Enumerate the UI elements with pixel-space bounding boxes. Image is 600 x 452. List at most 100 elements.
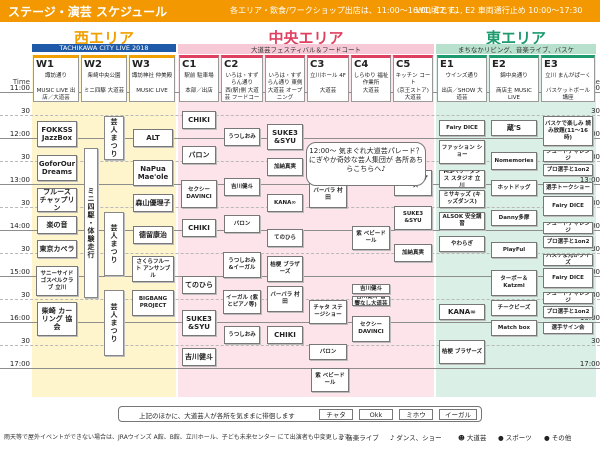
schedule-slot[interactable]: 芸人まつり [104,212,124,276]
time-label: 30 [21,153,30,161]
schedule-slot[interactable]: 選手トークショー [543,182,593,194]
schedule-slot[interactable]: 選手サイン会 [543,322,593,334]
schedule-slot[interactable]: ブルース チャップリン [37,188,77,212]
grid-line [0,115,600,116]
schedule-slot[interactable]: 加納真実 [394,244,432,262]
schedule-slot[interactable]: Danny多摩 [491,210,537,226]
time-label: 30 [21,199,30,207]
schedule-slot[interactable]: 柴崎 カーリング 協会 [37,302,77,336]
time-label: 13:00 [9,176,30,184]
schedule-slot[interactable]: BIGBANG PROJECT [132,290,174,316]
schedule-slot[interactable]: 紫 ベビードール [352,226,390,250]
schedule-slot[interactable]: シュートチャレンジ [543,150,593,162]
stage-w3: W3 諏訪神社 仲美殿 MUSIC LIVE [129,55,175,102]
schedule-slot[interactable]: 楽の音 [37,216,77,234]
schedule-slot[interactable]: 桔梗 ブラザーズ [267,256,303,282]
schedule-slot[interactable]: さくらフルート アンサンブル [132,256,174,282]
schedule-slot[interactable]: バーバラ 村田 [267,286,303,312]
schedule-slot[interactable]: 蔵'S [491,120,537,136]
schedule-slot[interactable]: シュートチャレンジ [543,292,593,304]
grid-line [0,322,600,323]
schedule-slot[interactable]: MSベリーダンス スタジオ 立川 [439,170,485,188]
time-label: 30 [21,291,30,299]
schedule-slot[interactable]: Match box [491,320,537,336]
schedule-slot[interactable]: サニーサイド ゴスペルクラブ 立川 [36,266,78,296]
schedule-slot[interactable]: チークビーズ [491,300,537,316]
schedule-slot[interactable]: 芸人まつり [104,290,124,356]
schedule-slot[interactable]: ALT [133,129,173,147]
footer-text: 上記のほかに、大道芸人が各所を気ままに徘徊します [139,412,295,420]
time-label: 14:00 [9,222,30,230]
schedule-slot[interactable]: バロン [182,146,216,164]
schedule-slot[interactable]: Fairy DICE [439,120,485,136]
stage-e2: E2 錦中央通り 商店主 MUSIC LIVE [489,55,539,102]
schedule-slot[interactable]: CHIKI [182,219,216,237]
legend-music: ♪ 音楽ライブ [340,434,379,442]
schedule-slot[interactable]: NaPua Mae'ole [133,160,173,186]
stage-e3: E3 立川 まんがぱーく バスケットボール 講座 [541,55,595,102]
schedule-slot[interactable]: ファッション ショー [439,140,485,164]
schedule-slot[interactable]: セクシー DAVINCI [181,180,217,208]
schedule-slot[interactable]: GoforOur Dreams [37,155,77,181]
time-label: 15:00 [9,268,30,276]
schedule-slot[interactable]: ターボー＆ Katzmi [491,270,537,296]
schedule-slot[interactable]: やわらぎ [439,236,485,252]
stage-c5: C5 キッチン コート (京王ストア) 大道芸 [393,55,433,102]
schedule-slot[interactable]: Fairy DICE [543,196,593,216]
schedule-slot[interactable]: 東京カペラ [37,240,77,258]
footer-notice: 上記のほかに、大道芸人が各所を気ままに徘徊します チャタ Okk ミホウ イーガ… [118,406,482,422]
schedule-slot[interactable]: 吉川健斗 [182,348,216,366]
stage-code: C5 [396,59,411,70]
schedule-slot[interactable]: ALSOK 安全講習 [439,212,485,230]
schedule-slot[interactable]: シュートチャレンジ [543,222,593,234]
schedule-slot[interactable]: バロン [309,344,347,360]
stage-c1: C1 駅前 駐車場 本部／出店 [179,55,219,102]
schedule-slot[interactable]: うつしおみ [224,128,260,146]
schedule-slot[interactable]: 吉川健斗 音響なし大道芸 [352,296,390,306]
schedule-slot[interactable]: KANA∞ [439,304,485,320]
time-label: 30 [591,245,600,253]
schedule-slot[interactable]: プロ選手と1on2 [543,164,593,176]
stage-code: C2 [224,59,239,70]
schedule-slot[interactable]: プロ選手と1on2 [543,236,593,248]
stage-note: ミニ四駆 大道芸 [83,88,125,94]
stage-name: 錦中央通り [500,73,528,79]
schedule-slot[interactable]: ホットドッグ [491,180,537,196]
schedule-slot[interactable]: バーバラ 村田 [309,182,347,208]
schedule-slot[interactable]: うつしおみ [224,326,260,344]
schedule-slot[interactable]: セクシー DAVINCI [352,316,390,342]
schedule-slot[interactable]: 芸人まつり [104,116,124,160]
schedule-slot[interactable]: 桔梗 ブラザーズ [439,340,485,364]
schedule-slot[interactable]: SUKE3 &SYU [267,124,303,150]
schedule-slot[interactable]: SUKE3 &SYU [394,206,432,230]
schedule-slot[interactable]: KANA∞ [267,194,303,212]
schedule-slot[interactable]: SUKE3 &SYU [182,310,216,336]
schedule-slot[interactable]: 吉川健斗 [224,178,260,196]
schedule-slot[interactable]: うつしおみ &イーガル [223,252,261,278]
schedule-slot[interactable]: ミニ四駆・体験走行 [84,148,98,298]
schedule-slot[interactable]: プロ選手と1on2 [543,306,593,318]
schedule-slot[interactable]: てのひら [267,229,303,247]
time-header-left: Time [12,78,30,86]
schedule-slot[interactable]: PlayFul [491,242,537,258]
schedule-slot[interactable]: 紫 ベビードール [311,368,349,392]
schedule-slot[interactable]: 森山優理子 [133,194,173,212]
schedule-slot[interactable]: てのひら [182,276,216,294]
schedule-slot[interactable]: FOKKSS JazzBox [37,121,77,147]
schedule-slot[interactable]: Fairy DICE [543,268,593,288]
schedule-slot[interactable]: バロン [224,215,260,233]
schedule-slot[interactable]: 吉川健斗 [352,284,390,294]
schedule-slot[interactable]: バスケで楽しみ 読み放題(11〜16時) [543,116,593,146]
schedule-slot[interactable]: CHIKI [182,111,216,129]
page-title: ステージ・演芸 スケジュール [8,5,168,19]
schedule-slot[interactable]: ミサキッズ (キッズダンス) [439,190,485,208]
schedule-slot[interactable]: チャタ ステージショー [309,300,347,324]
schedule-slot[interactable]: 加納真実 [267,158,303,176]
schedule-slot[interactable]: CHIKI [267,326,303,344]
schedule-slot[interactable]: バスケまんがクイズ [543,254,593,266]
schedule-slot[interactable]: Nomemories [491,152,537,170]
footer-performer-chip: イーガル [439,409,477,420]
central-area-background [178,55,434,397]
schedule-slot[interactable]: イーガル (紫とピアノ等) [223,290,261,314]
schedule-slot[interactable]: 德留康治 [133,226,173,244]
